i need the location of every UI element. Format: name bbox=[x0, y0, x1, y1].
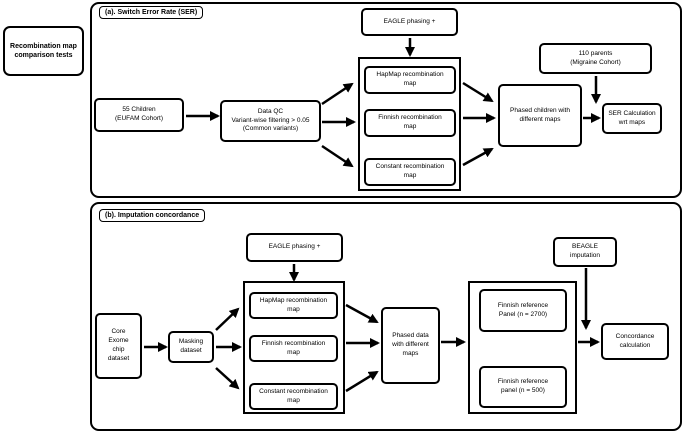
imp-hapmap-box: HapMap recombination map bbox=[249, 292, 338, 319]
imputation-panel bbox=[90, 202, 682, 431]
imp-panel-2700-box: Finnish reference Panel (n = 2700) bbox=[479, 289, 567, 332]
arrow-maps-to-phased2-3 bbox=[345, 370, 379, 393]
ser-calc-box: SER Calculation wrt maps bbox=[602, 103, 662, 134]
reference-panels-group bbox=[468, 281, 577, 414]
ser-panel bbox=[90, 2, 682, 198]
imp-concordance-box: Concordance calculation bbox=[601, 323, 669, 360]
imp-masking-box: Masking dataset bbox=[168, 331, 214, 363]
imputation-panel-title: (b). Imputation concordance bbox=[99, 209, 206, 222]
arrow-qc-to-constant bbox=[321, 144, 354, 168]
imp-finnish-box: Finnish recombination map bbox=[249, 335, 338, 362]
imp-beagle-box: BEAGLE imputation bbox=[553, 237, 617, 267]
arrow-qc-to-hapmap bbox=[321, 82, 354, 106]
ser-constant-box: Constant recombination map bbox=[364, 158, 456, 186]
imputation-maps-group bbox=[243, 281, 345, 414]
imp-core-box: Core Exome chip dataset bbox=[95, 313, 142, 379]
ser-parents-box: 110 parents (Migraine Cohort) bbox=[539, 43, 652, 74]
imp-panel-500-box: Finnish reference panel (n = 500) bbox=[479, 366, 567, 408]
arrow-masking-to-constant bbox=[215, 367, 240, 390]
imp-eagle-box: EAGLE phasing + bbox=[246, 233, 343, 262]
arrow-maps-to-phased-1 bbox=[462, 81, 494, 103]
ser-hapmap-box: HapMap recombination map bbox=[364, 66, 456, 94]
ser-children-box: 55 Children (EUFAM Cohort) bbox=[94, 98, 184, 132]
ser-panel-title: (a). Switch Error Rate (SER) bbox=[99, 6, 204, 19]
arrow-maps-to-phased-3 bbox=[462, 147, 494, 167]
imp-constant-box: Constant recombination map bbox=[249, 383, 338, 410]
sidebar-title: Recombination map comparison tests bbox=[3, 26, 84, 76]
ser-phased-box: Phased children with different maps bbox=[498, 84, 582, 147]
ser-finnish-box: Finnish recombination map bbox=[364, 109, 456, 137]
imp-phased-box: Phased data with different maps bbox=[381, 307, 440, 384]
ser-maps-group bbox=[358, 57, 461, 191]
arrow-maps-to-phased2-1 bbox=[345, 303, 379, 324]
ser-eagle-box: EAGLE phasing + bbox=[361, 8, 458, 36]
arrow-masking-to-hapmap bbox=[215, 307, 240, 331]
ser-qc-box: Data QC Variant-wise filtering > 0.05 (C… bbox=[220, 100, 321, 142]
